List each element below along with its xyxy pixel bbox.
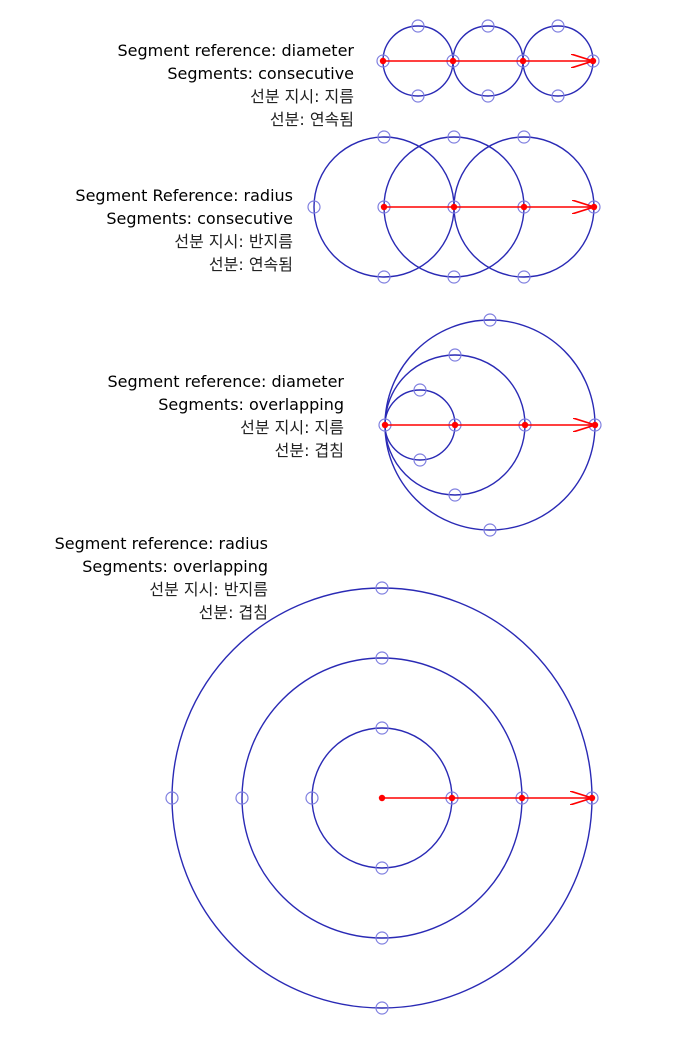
- point-marker-ring: [447, 270, 461, 284]
- segment-point-dot: [450, 203, 458, 211]
- panel-label-diameter-overlapping: Segment reference: diameter Segments: ov…: [108, 372, 345, 460]
- label-line-en-reference: Segment Reference: radius: [75, 186, 293, 205]
- point-marker-ring: [483, 523, 497, 537]
- label-line-ko-reference: 선분 지시: 지름: [250, 87, 354, 106]
- point-marker-ring: [413, 453, 427, 467]
- point-marker-ring: [375, 721, 389, 735]
- label-line-en-segments: Segments: overlapping: [82, 557, 268, 576]
- point-marker-ring: [411, 89, 425, 103]
- label-line-en-reference: Segment reference: radius: [55, 534, 268, 553]
- point-marker-ring: [307, 200, 321, 214]
- point-marker-ring: [235, 791, 249, 805]
- point-marker-ring: [305, 791, 319, 805]
- segment-point-dot: [520, 203, 528, 211]
- segment-point-dot: [448, 794, 456, 802]
- label-line-ko-reference: 선분 지시: 반지름: [149, 580, 268, 599]
- panel-label-radius-consecutive: Segment Reference: radius Segments: cons…: [75, 186, 293, 274]
- segment-point-dot: [379, 57, 387, 65]
- segment-point-dot: [378, 794, 386, 802]
- label-line-ko-segments: 선분: 연속됨: [209, 255, 293, 274]
- label-line-en-reference: Segment reference: diameter: [108, 372, 345, 391]
- point-marker-ring: [375, 651, 389, 665]
- point-marker-ring: [377, 270, 391, 284]
- point-marker-ring: [375, 1001, 389, 1015]
- point-marker-ring: [481, 19, 495, 33]
- point-marker-ring: [375, 581, 389, 595]
- segment-point-dot: [381, 421, 389, 429]
- label-line-ko-segments: 선분: 겹침: [275, 441, 344, 460]
- segment-point-dot: [521, 421, 529, 429]
- label-line-ko-segments: 선분: 연속됨: [270, 110, 354, 129]
- point-marker-ring: [377, 130, 391, 144]
- point-marker-ring: [551, 19, 565, 33]
- label-line-ko-segments: 선분: 겹침: [199, 603, 268, 622]
- point-marker-ring: [517, 130, 531, 144]
- point-marker-ring: [413, 383, 427, 397]
- segment-point-dot: [449, 57, 457, 65]
- label-line-ko-reference: 선분 지시: 반지름: [174, 232, 293, 251]
- segment-point-dot: [590, 203, 598, 211]
- segment-point-dot: [519, 57, 527, 65]
- segment-point-dot: [451, 421, 459, 429]
- point-marker-ring: [448, 348, 462, 362]
- point-marker-ring: [551, 89, 565, 103]
- segment-point-dot: [589, 57, 597, 65]
- point-marker-ring: [165, 791, 179, 805]
- segment-point-dot: [518, 794, 526, 802]
- segment-point-dot: [591, 421, 599, 429]
- point-marker-ring: [411, 19, 425, 33]
- point-marker-ring: [517, 270, 531, 284]
- label-line-ko-reference: 선분 지시: 지름: [240, 418, 344, 437]
- point-marker-ring: [375, 931, 389, 945]
- point-marker-ring: [481, 89, 495, 103]
- point-marker-ring: [448, 488, 462, 502]
- segment-point-dot: [588, 794, 596, 802]
- label-line-en-reference: Segment reference: diameter: [118, 41, 355, 60]
- panel-label-diameter-consecutive: Segment reference: diameter Segments: co…: [118, 41, 355, 129]
- point-marker-ring: [447, 130, 461, 144]
- point-marker-ring: [483, 313, 497, 327]
- panel-label-radius-overlapping: Segment reference: radius Segments: over…: [55, 534, 268, 622]
- label-line-en-segments: Segments: consecutive: [106, 209, 293, 228]
- segment-point-dot: [380, 203, 388, 211]
- point-marker-ring: [375, 861, 389, 875]
- label-line-en-segments: Segments: overlapping: [158, 395, 344, 414]
- label-line-en-segments: Segments: consecutive: [167, 64, 354, 83]
- circle-figures: [165, 19, 602, 1015]
